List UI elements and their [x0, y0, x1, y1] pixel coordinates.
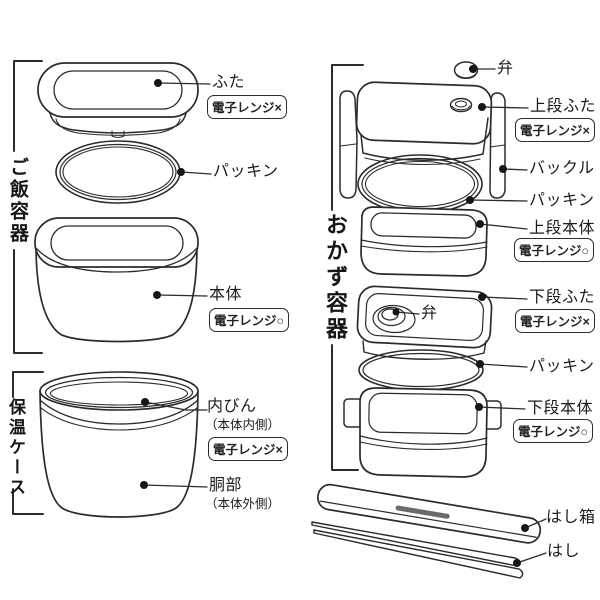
buckle-label: バックル — [529, 160, 595, 177]
upper-packing-label: パッキン — [529, 192, 595, 209]
bracket-side-dish-container — [331, 64, 364, 471]
rice-lid-microwave-badge: 電子レンジ× — [207, 95, 287, 119]
rice-lid-drawing — [37, 62, 199, 138]
lower-packing-label: パッキン — [529, 358, 595, 375]
outer-shell-sublabel: （本体外側） — [205, 497, 281, 511]
outer-shell-label: 胴部 — [209, 477, 243, 494]
upper-packing-drawing — [357, 154, 483, 214]
lower-body-microwave-badge: 電子レンジ○ — [513, 419, 594, 443]
valve-lower-lid-label: 弁 — [421, 305, 438, 322]
rice-body-drawing — [34, 217, 199, 343]
leader-dots — [140, 65, 529, 567]
buckle-right-drawing — [489, 92, 506, 199]
lower-body-drawing — [343, 387, 502, 478]
chopstick-case-label: はし箱 — [546, 509, 596, 526]
lower-lid-label: 下段ふた — [529, 289, 596, 306]
chopstick-case-drawing — [317, 483, 542, 544]
valve-top-label: 弁 — [497, 60, 514, 77]
section-title-side-dish-container: おかず容器 — [323, 213, 348, 343]
section-title-rice-container: ご飯容器 — [7, 157, 28, 245]
upper-lid-drawing — [355, 81, 493, 166]
section-title-thermal-case: 保温ケース — [6, 398, 25, 498]
upper-lid-label: 上段ふた — [530, 98, 597, 115]
leader-lines — [143, 68, 547, 564]
upper-body-microwave-badge: 電子レンジ○ — [514, 238, 595, 262]
rice-packing-label: パッキン — [213, 163, 279, 180]
inner-bottle-label: 内びん — [207, 398, 257, 415]
inner-bottle-microwave-badge: 電子レンジ× — [208, 437, 288, 461]
rice-packing-drawing — [55, 140, 181, 204]
buckle-left-drawing — [339, 90, 358, 199]
upper-lid-microwave-badge: 電子レンジ× — [515, 118, 595, 142]
inner-bottle-sublabel: （本体内側） — [205, 418, 281, 432]
bracket-thermal-case — [12, 371, 44, 515]
lower-body-label: 下段本体 — [527, 400, 594, 417]
upper-body-label: 上段本体 — [529, 220, 596, 237]
lower-packing-drawing — [358, 349, 484, 391]
thermal-case-drawing — [39, 371, 199, 518]
rice-body-label: 本体 — [209, 286, 243, 303]
bracket-rice-container — [13, 60, 43, 354]
rice-lid-label: ふた — [212, 74, 246, 91]
chopsticks-drawing — [311, 521, 524, 579]
lower-lid-microwave-badge: 電子レンジ× — [515, 309, 595, 333]
lower-lid-drawing — [356, 285, 493, 360]
chopsticks-label: はし — [547, 543, 581, 560]
upper-body-drawing — [360, 206, 488, 277]
rice-body-microwave-badge: 電子レンジ○ — [209, 308, 290, 332]
